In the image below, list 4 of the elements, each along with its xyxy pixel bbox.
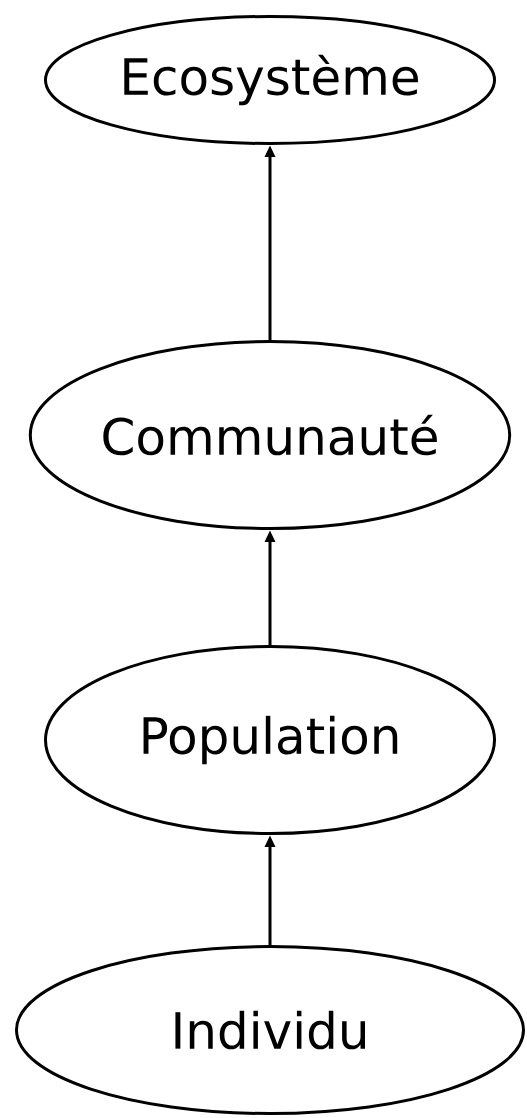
ellipse-node: Ecosystème: [44, 15, 496, 145]
ellipse-node: Communauté: [28, 340, 512, 530]
ellipse-node: Population: [44, 645, 496, 835]
ellipse-node: Individu: [15, 945, 525, 1115]
